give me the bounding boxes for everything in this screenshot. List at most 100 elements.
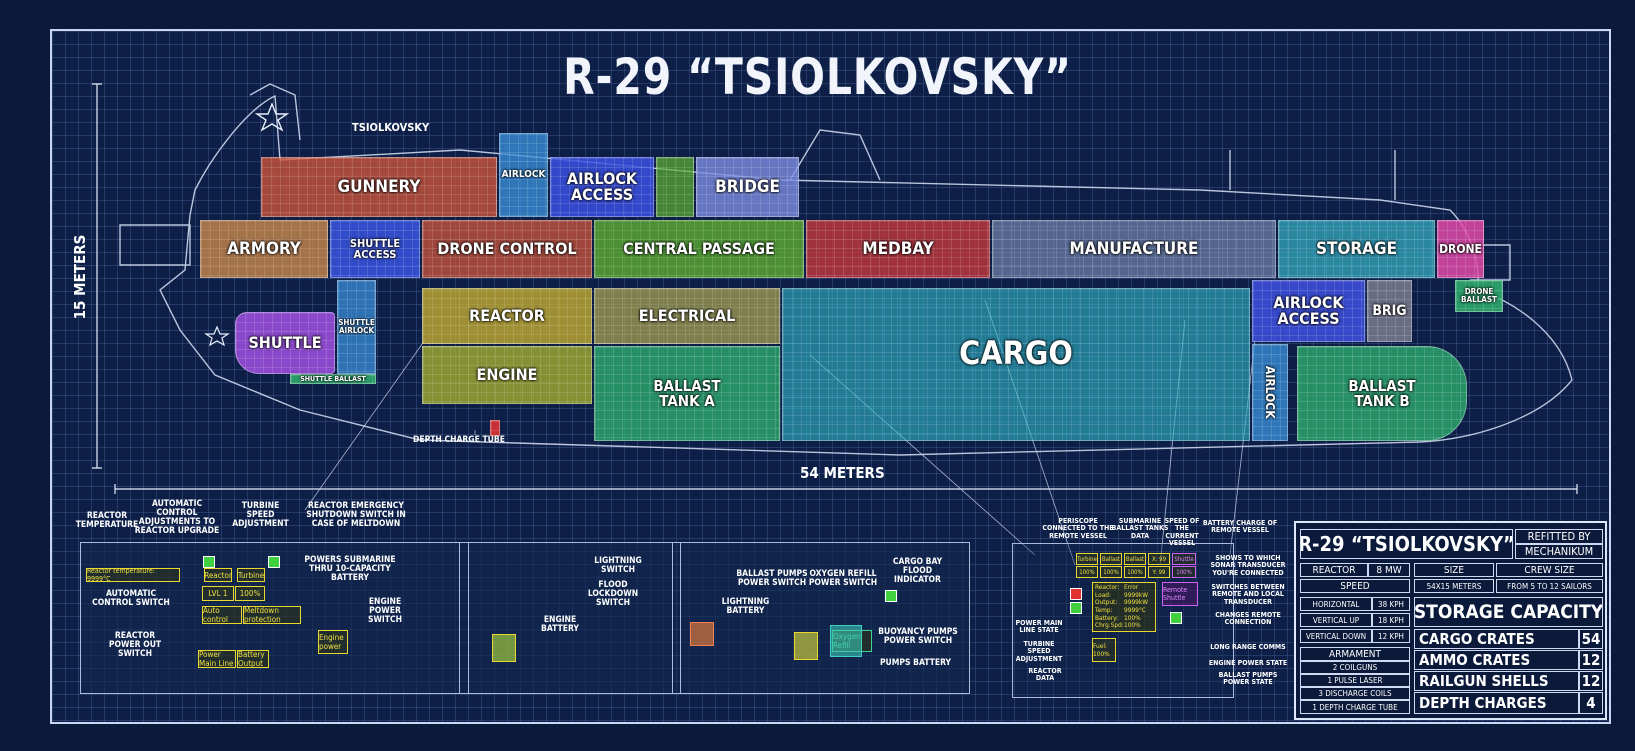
label-lightning-battery: LIGHTNING BATTERY (721, 597, 770, 616)
reactor-field-label: Temp: (1095, 605, 1113, 614)
spec-storage-item-label: RAILGUN SHELLS (1414, 671, 1579, 691)
green-switch[interactable] (203, 556, 215, 568)
spec-storage-item-value: 54 (1579, 629, 1603, 649)
spec-crew-value: FROM 5 TO 12 SAILORS (1496, 579, 1603, 593)
reactor-field-value: Error (1124, 583, 1139, 591)
spec-size-value: 54X15 METERS (1414, 579, 1494, 593)
label-reactor-power-out: REACTOR POWER OUT SWITCH (108, 631, 162, 659)
upgrade-level: LVL 1 (202, 586, 234, 601)
reactor-field-value: 100% (1124, 613, 1141, 622)
hull-name: TSIOLKOVSKY (352, 121, 430, 134)
meltdown-protection-display: Meltdown protection (243, 606, 301, 624)
spec-speed-vertical-up-label: VERTICAL UP (1300, 613, 1372, 627)
spec-storage-item-label: AMMO CRATES (1414, 650, 1579, 670)
spec-name: R-29 “TSIOLKOVSKY” (1300, 529, 1513, 559)
green-switch[interactable] (885, 590, 897, 602)
remote-ballast-button[interactable]: Ballast (1100, 553, 1122, 565)
label-pumps-battery: PUMPS BATTERY (879, 658, 952, 668)
turbine-button[interactable]: Turbine (237, 568, 265, 582)
label-periscope: PERISCOPE CONNECTED TO THE REMOTE VESSEL (1042, 517, 1114, 540)
reactor-field-value: 100% (1124, 621, 1141, 630)
label-turbine-speed: TURBINE SPEED ADJUSTMENT (232, 501, 289, 529)
reactor-button[interactable]: Reactor (204, 568, 232, 582)
auto-control-display: Auto control (202, 606, 242, 624)
spec-refitted-label: REFITTED BY (1515, 529, 1603, 544)
pumps-battery-block (794, 632, 818, 660)
spec-refitted-by: MECHANIKUM (1515, 544, 1603, 559)
reactor-field-label: Load: (1095, 590, 1111, 599)
room-reactor: REACTOR (422, 288, 592, 344)
spec-reactor-value: 8 MW (1368, 563, 1410, 577)
spec-storage-item-label: DEPTH CHARGES (1414, 692, 1579, 714)
fuel-readout: Fuel: 100% (1092, 638, 1116, 662)
room-brig: BRIG (1367, 280, 1412, 342)
room-storage: STORAGE (1278, 220, 1435, 278)
spec-storage-item-value: 12 (1579, 650, 1603, 670)
spec-crew-label: CREW SIZE (1496, 563, 1603, 577)
room-gunnery: GUNNERY (261, 157, 497, 217)
label-buoyancy-pumps: BUOYANCY PUMPS POWER SWITCH (878, 627, 958, 646)
spec-storage-item-value: 4 (1579, 692, 1603, 714)
power-main-line-display: Power Main Line (198, 650, 236, 668)
remote-shuttle-toggle[interactable]: Remote Shuttle (1162, 582, 1198, 606)
green-switch[interactable] (268, 556, 280, 568)
room-ballast-tank-b: BALLAST TANK B (1297, 346, 1467, 441)
label-ballast-pumps-power: BALLAST PUMPS POWER SWITCH (736, 569, 808, 588)
label-engine-battery: ENGINE BATTERY (541, 615, 579, 634)
label-long-range-comms: LONG RANGE COMMS (1210, 643, 1286, 651)
room-airlock-top: AIRLOCK (499, 133, 548, 217)
reactor-field-label: Reactor: (1095, 583, 1120, 591)
spec-armament-item: 1 DEPTH CHARGE TUBE (1300, 700, 1410, 714)
spec-speed-vertical-up-value: 18 KPH (1372, 613, 1410, 627)
label-engine-power-switch: ENGINE POWER SWITCH (367, 597, 403, 625)
spec-storage-item-value: 12 (1579, 671, 1603, 691)
spec-storage-label: STORAGE CAPACITY (1414, 597, 1603, 627)
spec-table: R-29 “TSIOLKOVSKY” REFITTED BY MECHANIKU… (1294, 521, 1607, 720)
length-label: 54 METERS (800, 464, 885, 482)
engine-power-display: Engine power (318, 630, 348, 654)
spec-armament-item: 3 DISCHARGE COILS (1300, 687, 1410, 700)
reactor-temperature-readout: Reactor temperature: 9999°C (86, 567, 180, 583)
room-engine: ENGINE (422, 346, 592, 404)
spec-storage-item-label: CARGO CRATES (1414, 629, 1579, 649)
label-reactor-emergency: REACTOR EMERGENCY SHUTDOWN SWITCH IN CAS… (306, 501, 406, 529)
page-title: R-29 “TSIOLKOVSKY” (563, 48, 1072, 106)
spec-speed-vertical-down-label: VERTICAL DOWN (1300, 629, 1372, 643)
remote-top-values: 100% 100% 100% Y: 99 100% (1076, 566, 1196, 578)
spec-speed-label: SPEED (1300, 579, 1410, 593)
engineering-panel-strip (80, 542, 970, 694)
room-ballast-tank-a: BALLAST TANK A (594, 346, 780, 441)
green-switch[interactable] (1170, 612, 1182, 624)
remote-shuttle-button[interactable]: Shuttle (1172, 553, 1196, 565)
remote-top-buttons: Turbine Ballast Ballast X: 99 Shuttle (1076, 553, 1196, 565)
remote-coordinate-y: Y: 99 (1148, 566, 1170, 578)
label-auto-control-adjust: AUTOMATIC CONTROL ADJUSTMENTS TO REACTOR… (134, 499, 220, 536)
label-power-main-state: POWER MAIN LINE STATE (1015, 619, 1063, 635)
room-airlock-access-top: AIRLOCK ACCESS (550, 157, 654, 217)
label-lightning-switch: LIGHTNING SWITCH (594, 556, 642, 575)
remote-turbine-button[interactable]: Turbine (1076, 553, 1098, 565)
room-cargo: CARGO (782, 288, 1250, 441)
spec-reactor-label: REACTOR (1300, 563, 1368, 577)
battery-output-display: Battery Output (237, 650, 269, 668)
red-indicator (1070, 588, 1082, 600)
lightning-battery-block (690, 622, 714, 646)
green-switch[interactable] (1070, 602, 1082, 614)
reactor-field-value: 9999kW (1124, 590, 1149, 599)
remote-ballast-button[interactable]: Ballast (1124, 553, 1146, 565)
label-reactor-data: REACTOR DATA (1028, 667, 1062, 683)
spec-speed-horizontal-label: HORIZONTAL (1300, 597, 1372, 611)
spec-speed-vertical-down-value: 12 KPH (1372, 629, 1410, 643)
room-airlock-vertical: AIRLOCK (1252, 344, 1288, 441)
label-battery-charge-remote: BATTERY CHARGE OF REMOTE VESSEL (1202, 519, 1278, 535)
spec-armament-label: ARMAMENT (1300, 647, 1410, 661)
label-ballast-tanks-data: SUBMARINE BALLAST TANKS DATA (1111, 517, 1169, 540)
depth-charge-tube-mark (490, 420, 500, 436)
label-flood-lockdown: FLOOD LOCKDOWN SWITCH (587, 580, 639, 608)
room-central-shaft (656, 157, 694, 217)
reactor-field-value: 9999°C (1124, 605, 1146, 614)
room-drone: DRONE (1437, 220, 1484, 278)
depth-charge-label: DEPTH CHARGE TUBE (413, 435, 505, 445)
label-engine-power-state: ENGINE POWER STATE (1208, 659, 1288, 667)
